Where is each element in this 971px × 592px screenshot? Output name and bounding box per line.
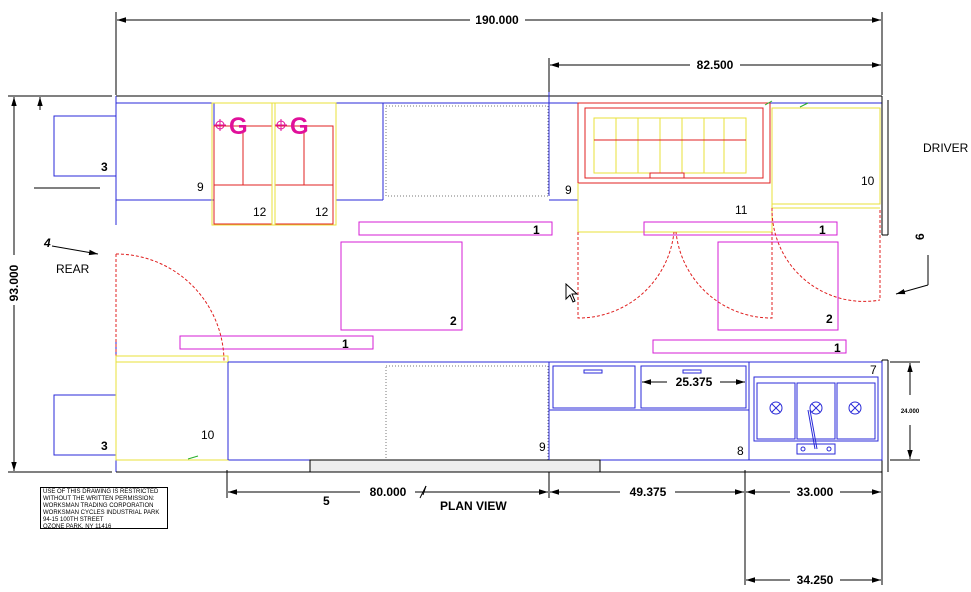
counter-49-value: 49.375 — [630, 485, 667, 499]
oven-right-number: 12 — [315, 205, 329, 219]
overall-width-value: 93.000 — [7, 264, 21, 301]
three-bay-sink — [748, 361, 883, 461]
counter-34-value: 34.250 — [797, 573, 834, 587]
rear-box-bottom-number: 3 — [101, 439, 108, 453]
mouse-cursor-icon — [565, 283, 579, 303]
rear-label: REAR — [56, 262, 90, 276]
gas-right-label: G — [290, 113, 309, 140]
table-right — [717, 241, 839, 331]
rear-box-top-number: 3 — [101, 160, 108, 174]
note-line: USE OF THIS DRAWING IS RESTRICTED — [43, 489, 159, 495]
shelves — [179, 221, 847, 354]
bottom-counter — [115, 355, 601, 473]
dimension-overall-length — [115, 12, 883, 95]
drawer-unit — [548, 361, 750, 460]
oven-pair — [211, 102, 337, 226]
driver-label: DRIVER — [923, 141, 969, 155]
rear-step-box-top — [53, 115, 117, 177]
note-line: WORKSMAN CYCLES INDUSTRIAL PARK — [43, 510, 160, 516]
section-6-number: 6 — [913, 233, 927, 240]
gas-left-label: G — [229, 113, 248, 140]
front-section-value: 82.500 — [697, 58, 734, 72]
plan-view-label: PLAN VIEW — [440, 499, 507, 513]
note-line: 94-15 100TH STREET — [43, 517, 104, 523]
counter-33-value: 33.000 — [797, 485, 834, 499]
note-line: WORKSMAN TRADING CORPORATION — [43, 503, 154, 509]
cab-bottom-mid-number: 9 — [539, 440, 546, 454]
counter-80-value: 80.000 — [370, 485, 407, 499]
fridge-bottom-left-number: 10 — [201, 428, 215, 442]
shelf-bottom-left-number: 1 — [342, 337, 349, 351]
table-right-number: 2 — [826, 312, 833, 326]
table-left — [340, 241, 463, 331]
cab-top-left-number: 9 — [197, 180, 204, 194]
shelf-top-mid-number: 1 — [533, 223, 540, 237]
sink-depth-value: 24.000 — [901, 409, 920, 415]
oven-left-number: 12 — [253, 205, 267, 219]
shelf-bottom-right-number: 1 — [834, 341, 841, 355]
fridge-top-right-number: 10 — [861, 174, 875, 188]
fridge-top-right — [764, 100, 881, 209]
table-left-number: 2 — [450, 314, 457, 328]
sink-7-number: 7 — [870, 363, 877, 377]
note-line: OZONE PARK, NY 11416 — [43, 524, 112, 530]
shelf-top-right-number: 1 — [819, 223, 826, 237]
top-left-cabinet — [116, 103, 579, 201]
dimension-overall-width — [8, 95, 112, 473]
note-line: WITHOUT THE WRITTEN PERMISSION: — [43, 496, 155, 502]
dimension-bottom-row — [226, 470, 883, 585]
section-4-number: 4 — [43, 236, 51, 250]
dimension-sink-depth — [890, 361, 920, 461]
leg-8-number: 8 — [737, 444, 744, 458]
restriction-note-box: USE OF THIS DRAWING IS RESTRICTED WITHOU… — [40, 487, 168, 530]
cab-top-mid-number: 9 — [565, 183, 572, 197]
overall-length-value: 190.000 — [475, 13, 519, 27]
serving-window-top — [385, 105, 549, 197]
drawer-25-value: 25.375 — [676, 375, 713, 389]
section-5-number: 5 — [323, 494, 330, 508]
display-11-number: 11 — [735, 203, 748, 217]
section-marker-4 — [51, 245, 99, 256]
door-swings — [115, 207, 881, 363]
section-marker-6 — [895, 255, 929, 295]
display-case — [577, 102, 773, 233]
